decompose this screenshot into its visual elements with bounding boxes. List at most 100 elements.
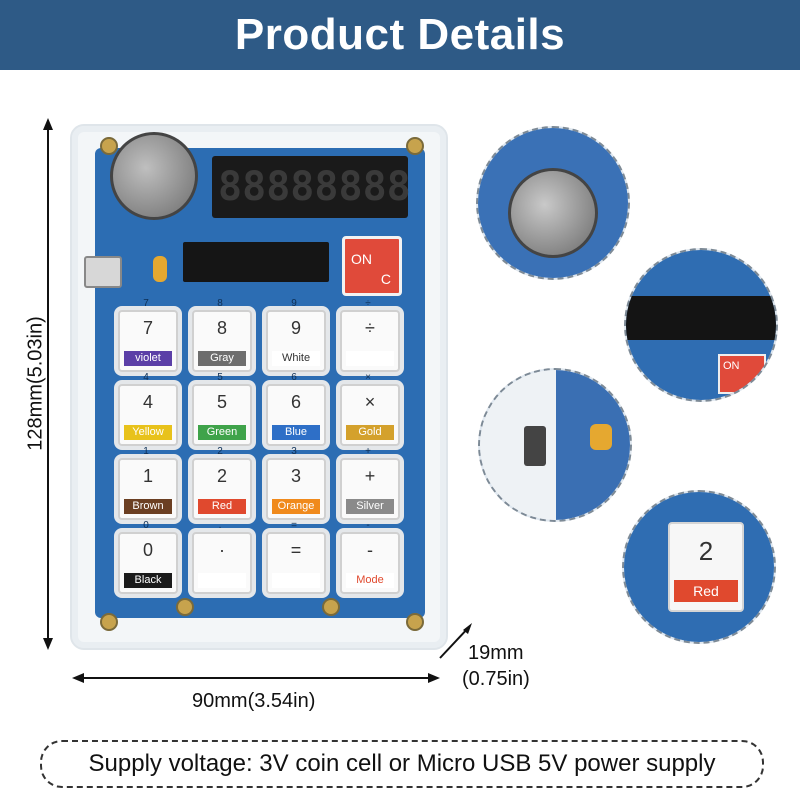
supply-text: Supply voltage: 3V coin cell or Micro US… — [88, 750, 716, 777]
keypad-key[interactable]: +Silver — [340, 458, 400, 520]
keypad-key[interactable]: ÷ — [340, 310, 400, 372]
key-color-label — [198, 573, 246, 588]
key-color-label: Blue — [272, 425, 320, 440]
key-symbol: 2 — [216, 466, 227, 486]
height-label: 128mm(5.03in) — [24, 316, 47, 451]
key-symbol: · — [219, 540, 225, 560]
micro-usb-port — [84, 256, 122, 288]
header-banner: Product Details — [0, 0, 800, 70]
key-symbol: = — [290, 540, 302, 560]
key-color-label: Orange — [272, 499, 320, 514]
key-color-label: Brown — [124, 499, 172, 514]
key-symbol: ÷ — [365, 318, 375, 338]
keypad-key[interactable]: × Gold — [340, 384, 400, 446]
key-color-label — [272, 573, 320, 588]
key-color-label: violet — [124, 351, 172, 366]
display-digit: 8 — [242, 164, 267, 210]
pcb-key-number: . — [218, 520, 222, 531]
pcb-key-number: 6 — [291, 372, 297, 383]
pcb-key-number: 2 — [217, 446, 223, 457]
on-clear-button[interactable]: ON C — [342, 236, 402, 296]
key-symbol: 0 — [142, 540, 153, 560]
capacitor — [153, 256, 167, 282]
pcb-key-number: 0 — [143, 520, 149, 531]
pcb-key-number: = — [291, 520, 297, 531]
key-color-label — [346, 351, 394, 366]
pcb-key-number: 3 — [291, 446, 297, 457]
usb-closeup — [524, 426, 546, 466]
pcb-key-number: + — [365, 446, 371, 457]
depth-label-mm: 19mm — [468, 642, 524, 664]
display-closeup — [626, 296, 776, 340]
key-color-label: Green — [198, 425, 246, 440]
microcontroller-chip — [183, 242, 329, 282]
display-digit: 8 — [362, 164, 387, 210]
supply-voltage-banner: Supply voltage: 3V coin cell or Micro US… — [40, 740, 764, 788]
coin-cell-battery — [110, 132, 198, 220]
pcb-key-number: × — [365, 372, 371, 383]
detail-key-circle: 2 Red — [622, 490, 776, 644]
pcb-key-number: 9 — [291, 298, 297, 309]
screw-icon — [100, 613, 118, 631]
pcb-key-number: 8 — [217, 298, 223, 309]
display-digit: 8 — [290, 164, 315, 210]
key-closeup-label: Red — [674, 580, 738, 602]
pcb-key-number: - — [366, 520, 370, 531]
keypad-key[interactable]: · — [192, 532, 252, 594]
key-color-label: Red — [198, 499, 246, 514]
clear-label: C — [380, 271, 391, 287]
pcb-key-number: 7 — [143, 298, 149, 309]
keypad-key[interactable]: - Mode — [340, 532, 400, 594]
display-digit: 8 — [266, 164, 291, 210]
display-digit: 8 — [314, 164, 339, 210]
display-digit: 8 — [218, 164, 243, 210]
key-symbol: 7 — [142, 318, 153, 338]
keypad-key[interactable]: 7 violet — [118, 310, 178, 372]
pcb-key-number: 5 — [217, 372, 223, 383]
key-color-label: Gold — [346, 425, 394, 440]
key-symbol: 4 — [142, 392, 153, 412]
battery-closeup — [508, 168, 598, 258]
on-closeup-label: ON — [723, 360, 740, 372]
keypad-key[interactable]: = — [266, 532, 326, 594]
display-digit: 8 — [386, 164, 411, 210]
key-symbol: 6 — [290, 392, 301, 412]
key-symbol: - — [367, 540, 373, 560]
pcb-key-number: 4 — [143, 372, 149, 383]
key-color-label: White — [272, 351, 320, 366]
detail-display-circle: ON C — [624, 248, 778, 402]
display-digit: 8 — [338, 164, 363, 210]
pcb-key-number: 1 — [143, 446, 149, 457]
key-color-label: Silver — [346, 499, 394, 514]
screw-icon — [322, 598, 340, 616]
depth-label-in: (0.75in) — [462, 668, 530, 690]
pcb-key-number: ÷ — [365, 298, 371, 309]
detail-usb-circle — [478, 368, 632, 522]
key-symbol: 8 — [216, 318, 227, 338]
key-symbol: 5 — [216, 392, 227, 412]
key-color-label: Mode — [346, 573, 394, 588]
key-symbol: 9 — [290, 318, 301, 338]
on-label: ON — [351, 251, 372, 267]
page-title: Product Details — [234, 10, 566, 59]
screw-icon — [406, 137, 424, 155]
screw-icon — [176, 598, 194, 616]
width-label: 90mm(3.54in) — [192, 690, 316, 712]
key-symbol: × — [364, 392, 376, 412]
key-symbol: 3 — [290, 466, 301, 486]
key-symbol: 1 — [142, 466, 153, 486]
capacitor-closeup — [590, 424, 612, 450]
screw-icon — [100, 137, 118, 155]
c-closeup-label: C — [752, 377, 760, 389]
